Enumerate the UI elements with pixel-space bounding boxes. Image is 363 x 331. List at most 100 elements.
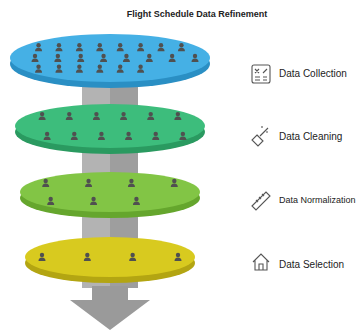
person-body <box>39 258 46 262</box>
person-head <box>79 54 83 58</box>
person-body <box>76 48 83 52</box>
person-head <box>138 65 142 69</box>
person-body <box>96 69 103 73</box>
person-head <box>121 112 125 116</box>
collection-icon-marks <box>255 69 267 80</box>
person-head <box>40 253 44 257</box>
person-head <box>176 112 180 116</box>
person-head <box>124 54 128 58</box>
person-head <box>49 197 53 201</box>
person-head <box>101 54 105 58</box>
person-body <box>192 59 199 63</box>
person-body <box>158 48 165 52</box>
person-body <box>152 136 159 140</box>
person-head <box>98 43 102 47</box>
person-body <box>174 117 181 121</box>
person-body <box>137 69 144 73</box>
person-body <box>133 202 140 206</box>
disc-top <box>10 34 210 82</box>
person-head <box>134 197 138 201</box>
person-head <box>33 54 37 58</box>
person-body <box>117 69 124 73</box>
person-head <box>179 43 183 47</box>
person-body <box>96 48 103 52</box>
person-body <box>93 117 100 121</box>
person-body <box>137 48 144 52</box>
person-head <box>181 132 185 136</box>
person-body <box>85 184 92 188</box>
selection-icon <box>253 254 269 270</box>
collection-icon <box>252 65 270 83</box>
person-head <box>40 112 44 116</box>
step-icons <box>252 65 270 270</box>
person-head <box>149 112 153 116</box>
person-body <box>35 69 42 73</box>
person-head <box>154 132 158 136</box>
person-head <box>176 253 180 257</box>
person-body <box>76 69 83 73</box>
person-body <box>178 48 185 52</box>
cleaning-icon <box>252 126 268 146</box>
person-head <box>138 43 142 47</box>
person-head <box>44 179 48 183</box>
person-body <box>42 184 49 188</box>
ruler-icon <box>252 192 270 210</box>
step-label: Data Cleaning <box>279 131 342 142</box>
person-body <box>123 59 130 63</box>
person-head <box>193 54 197 58</box>
person-head <box>72 132 76 136</box>
person-head <box>45 132 49 136</box>
person-body <box>128 184 135 188</box>
person-body <box>179 136 186 140</box>
disc-top <box>25 237 195 277</box>
person-head <box>56 54 60 58</box>
person-head <box>159 43 163 47</box>
person-head <box>147 54 151 58</box>
person-body <box>175 258 182 262</box>
person-head <box>118 43 122 47</box>
person-body <box>71 136 78 140</box>
person-head <box>57 65 61 69</box>
person-head <box>170 54 174 58</box>
person-body <box>129 258 136 262</box>
step-label: Data Collection <box>279 68 347 79</box>
person-head <box>67 112 71 116</box>
person-body <box>32 59 39 63</box>
disc-top <box>15 104 205 148</box>
person-head <box>77 43 81 47</box>
person-head <box>172 179 176 183</box>
person-head <box>99 132 103 136</box>
down-arrow <box>70 286 150 330</box>
person-body <box>100 59 107 63</box>
person-head <box>36 65 40 69</box>
diagram-title: Flight Schedule Data Refinement <box>127 9 268 19</box>
person-body <box>125 136 132 140</box>
person-head <box>85 253 89 257</box>
person-body <box>66 117 73 121</box>
person-body <box>169 59 176 63</box>
step-label: Data Normalization <box>279 195 356 205</box>
person-head <box>77 65 81 69</box>
person-body <box>146 59 153 63</box>
person-body <box>55 48 62 52</box>
person-body <box>39 117 46 121</box>
person-body <box>47 202 54 206</box>
person-head <box>126 132 130 136</box>
person-body <box>54 59 61 63</box>
person-head <box>129 179 133 183</box>
person-head <box>130 253 134 257</box>
person-body <box>77 59 84 63</box>
person-body <box>171 184 178 188</box>
person-body <box>147 117 154 121</box>
person-body <box>55 69 62 73</box>
person-body <box>120 117 127 121</box>
person-body <box>90 202 97 206</box>
person-head <box>86 179 90 183</box>
person-body <box>84 258 91 262</box>
person-body <box>117 48 124 52</box>
person-head <box>91 197 95 201</box>
person-head <box>36 43 40 47</box>
person-head <box>98 65 102 69</box>
step-label: Data Selection <box>279 259 344 270</box>
